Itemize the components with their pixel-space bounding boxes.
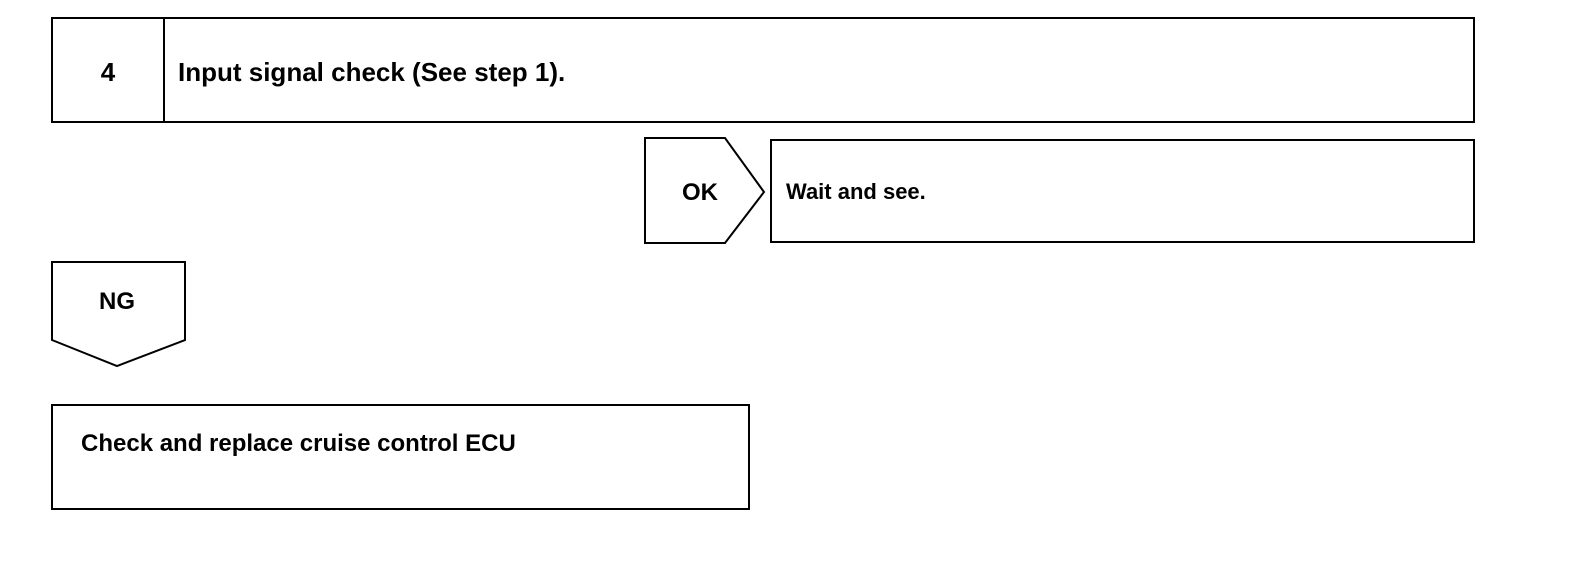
ng-branch: NG Check and replace cruise control ECU <box>51 261 750 510</box>
ok-tag-label: OK <box>682 179 719 206</box>
step-title: Input signal check (See step 1). <box>178 57 565 87</box>
ng-arrow-tag <box>51 261 186 368</box>
ng-tag-label: NG <box>99 288 135 315</box>
ok-result-text: Wait and see. <box>786 179 926 204</box>
step-box: 4 Input signal check (See step 1). <box>51 17 1475 123</box>
ng-result-box <box>51 404 750 510</box>
ng-result-text: Check and replace cruise control ECU <box>81 430 516 457</box>
ok-branch: OK Wait and see. <box>644 137 1475 244</box>
ok-arrow-tag <box>644 137 766 244</box>
step-box-frame <box>51 17 1475 123</box>
ok-result-box <box>770 139 1475 243</box>
step-number: 4 <box>101 57 116 87</box>
